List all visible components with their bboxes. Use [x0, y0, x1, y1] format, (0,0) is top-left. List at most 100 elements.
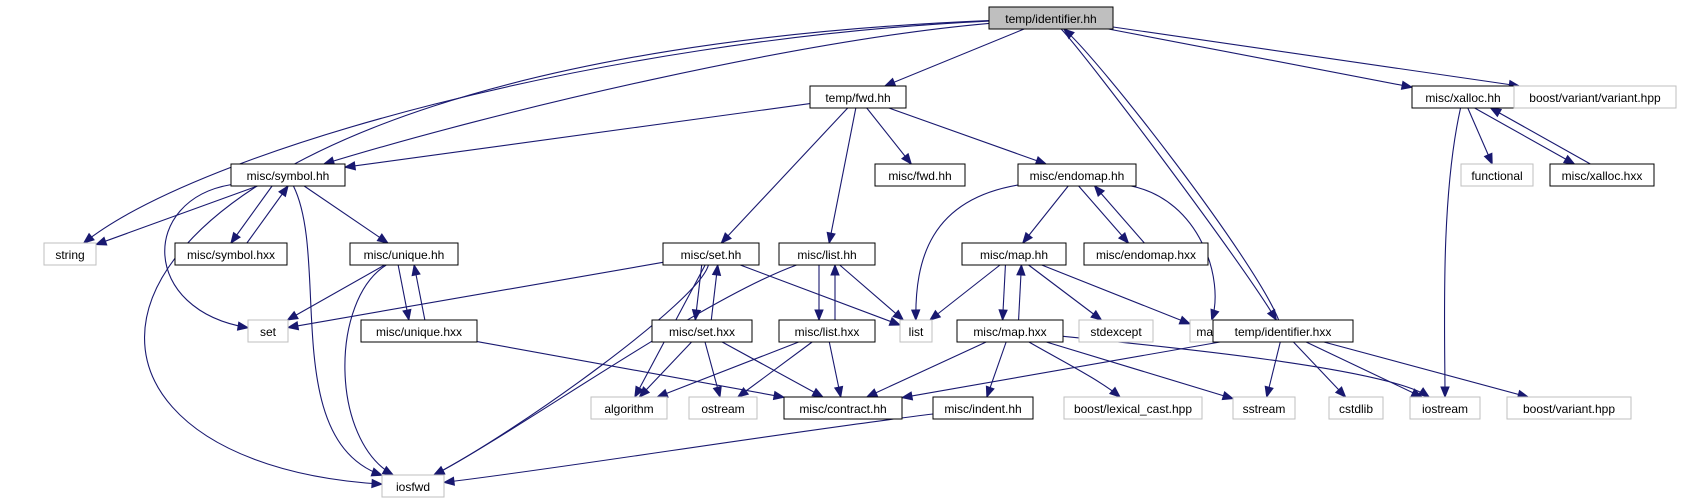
- node-identifier-hxx[interactable]: temp/identifier.hxx: [1212, 319, 1354, 343]
- node-label: temp/identifier.hxx: [1235, 325, 1332, 339]
- node-cstdlib: cstdlib: [1328, 396, 1384, 420]
- edge-symbol_hh-to-iosfwd: [292, 185, 384, 477]
- node-xalloc-hxx[interactable]: misc/xalloc.hxx: [1549, 163, 1655, 187]
- node-box: [590, 396, 668, 420]
- edge-unique_hxx-to-contract_hh: [476, 340, 786, 401]
- edge-arrowhead: [381, 465, 395, 476]
- node-label: misc/contract.hh: [799, 402, 886, 416]
- edge-line: [888, 107, 1047, 165]
- edge-line: [230, 185, 273, 244]
- node-identifier-hh[interactable]: temp/identifier.hh: [988, 6, 1114, 30]
- edge-identifier_hxx-to-identifier_hh: [1062, 28, 1280, 321]
- node-box: [381, 474, 445, 498]
- node-box: [174, 242, 288, 266]
- edge-line: [1078, 185, 1129, 244]
- edge-list_hh-to-iosfwd: [432, 264, 797, 476]
- edge-arrowhead: [1034, 156, 1048, 165]
- node-list-hh[interactable]: misc/list.hh: [778, 242, 876, 266]
- node-box: [1328, 396, 1384, 420]
- edge-xalloc_hh-to-functional: [1467, 107, 1493, 166]
- edge-arrowhead: [1417, 387, 1431, 398]
- edge-line: [344, 103, 811, 168]
- edge-line: [1062, 335, 1430, 398]
- edge-map_hxx-to-map_hh: [1016, 263, 1026, 321]
- node-symbol-hh[interactable]: misc/symbol.hh: [230, 163, 346, 187]
- node-endomap-hxx[interactable]: misc/endomap.hxx: [1083, 242, 1209, 266]
- node-label: misc/symbol.hh: [247, 169, 330, 183]
- edge-list_hh-to-list_hxx: [814, 265, 824, 322]
- edge-arrowhead: [1489, 107, 1503, 118]
- edge-line: [1060, 28, 1277, 321]
- node-set-hxx[interactable]: misc/set.hxx: [651, 319, 753, 343]
- node-label: misc/indent.hh: [944, 402, 1021, 416]
- edge-identifier_hh-to-identifier_hxx: [1060, 28, 1278, 322]
- node-box: [899, 319, 933, 343]
- edge-unique_hh-to-set: [286, 264, 385, 321]
- edge-line: [866, 107, 912, 165]
- edge-fwd_hh-to-endomap_hh: [888, 107, 1048, 165]
- edge-arrowhead: [432, 465, 446, 476]
- node-fwd-hh[interactable]: temp/fwd.hh: [809, 85, 907, 109]
- node-box: [247, 319, 289, 343]
- edge-arrowhead: [998, 309, 1008, 322]
- node-box: [662, 242, 760, 266]
- node-contract-hh[interactable]: misc/contract.hh: [783, 396, 903, 420]
- node-iostream: iostream: [1409, 396, 1481, 420]
- node-map-hh[interactable]: misc/map.hh: [961, 242, 1067, 266]
- edge-line: [1112, 26, 1520, 87]
- edge-line: [476, 340, 785, 398]
- edge-map_hxx-to-sstream: [1046, 341, 1235, 401]
- edge-arrowhead: [1090, 309, 1103, 321]
- node-set-hh[interactable]: misc/set.hh: [662, 242, 760, 266]
- edge-identifier_hxx-to-boost_variant: [1323, 341, 1530, 399]
- node-label: boost/lexical_cast.hpp: [1074, 402, 1192, 416]
- node-map-hxx[interactable]: misc/map.hxx: [956, 319, 1064, 343]
- nodes-layer: temp/identifier.hh temp/fwd.hh misc/xalloc…: [43, 6, 1677, 498]
- edge-line: [83, 20, 990, 244]
- node-endomap-hh[interactable]: misc/endomap.hh: [1017, 163, 1137, 187]
- edge-arrowhead: [634, 385, 644, 399]
- node-unique-hxx[interactable]: misc/unique.hxx: [360, 319, 478, 343]
- node-sstream: sstream: [1232, 396, 1296, 420]
- edge-arrowhead: [1483, 152, 1493, 166]
- edge-arrowhead: [900, 391, 914, 401]
- node-unique-hh[interactable]: misc/unique.hh: [349, 242, 459, 266]
- edge-arrowhead: [1221, 391, 1235, 401]
- edge-arrowhead: [278, 184, 289, 198]
- edge-line: [1293, 341, 1346, 398]
- node-label: misc/set.hxx: [669, 325, 735, 339]
- edge-arrowhead: [286, 310, 299, 321]
- edge-line: [639, 341, 692, 398]
- node-indent-hh[interactable]: misc/indent.hh: [932, 396, 1034, 420]
- node-box: [1506, 396, 1632, 420]
- edge-line: [1490, 107, 1591, 165]
- node-box: [778, 319, 876, 343]
- edge-arrowhead: [910, 309, 921, 322]
- node-box: [961, 242, 1067, 266]
- node-misc-fwd-hh[interactable]: misc/fwd.hh: [874, 163, 966, 187]
- node-label: stdexcept: [1090, 325, 1142, 339]
- node-label: misc/fwd.hh: [888, 169, 951, 183]
- edge-xalloc_hxx-to-xalloc_hh: [1489, 107, 1591, 165]
- node-set: set: [247, 319, 289, 343]
- edge-line: [344, 264, 394, 476]
- node-xalloc-hh[interactable]: misc/xalloc.hh: [1411, 85, 1515, 109]
- node-label: temp/fwd.hh: [825, 91, 890, 105]
- edge-arrowhead: [1117, 231, 1130, 245]
- edge-map_hh-to-list: [928, 264, 1001, 321]
- edge-list_hxx-to-algorithm: [656, 341, 799, 398]
- node-list-hxx[interactable]: misc/list.hxx: [778, 319, 876, 343]
- edge-list_hxx-to-ostream: [736, 341, 813, 398]
- node-box: [1212, 319, 1354, 343]
- node-label: misc/symbol.hxx: [187, 248, 275, 262]
- node-symbol-hxx[interactable]: misc/symbol.hxx: [174, 242, 288, 266]
- edge-arrowhead: [772, 390, 786, 401]
- edge-line: [1028, 264, 1102, 321]
- node-box: [688, 396, 758, 420]
- edge-arrowhead: [1062, 28, 1075, 40]
- node-box: [1409, 396, 1481, 420]
- edge-line: [323, 22, 990, 165]
- edge-arrowhead: [371, 478, 384, 489]
- edge-unique_hh-to-unique_hxx: [397, 264, 412, 322]
- edge-arrowhead: [94, 236, 108, 246]
